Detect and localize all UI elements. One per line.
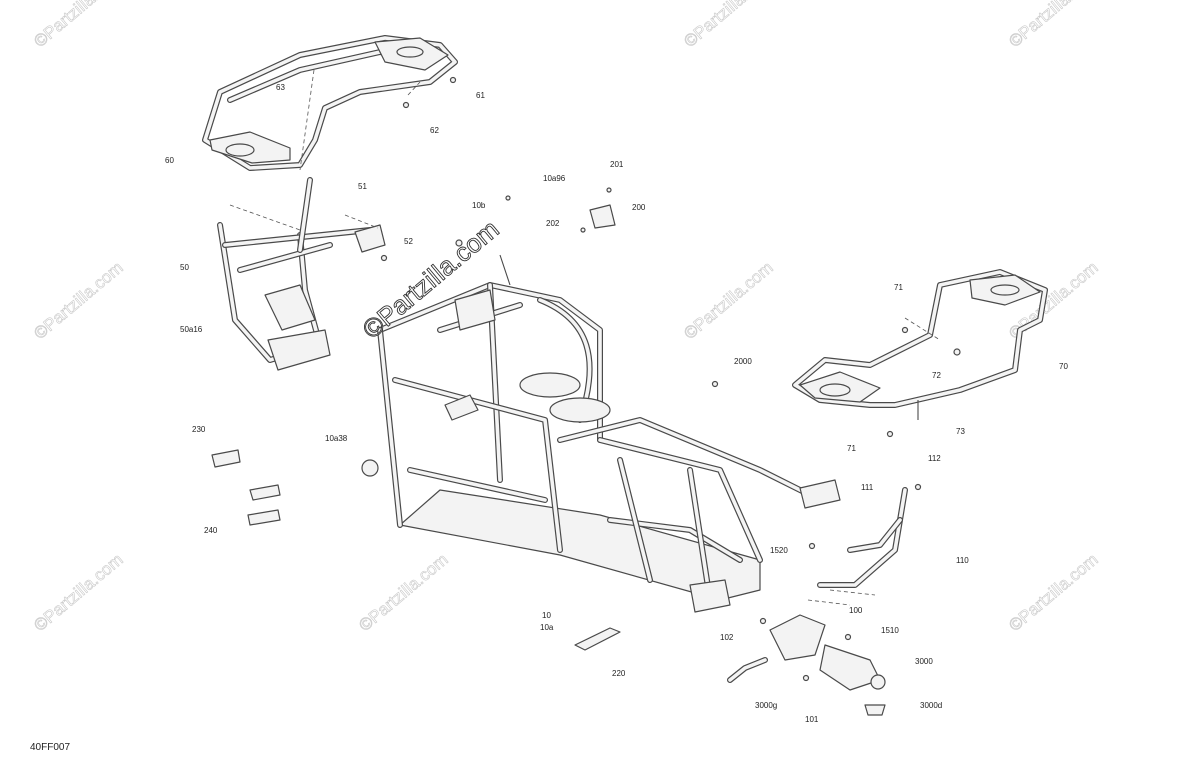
front-rack-part: [202, 35, 458, 171]
watermark: ©Partzilla.com: [355, 550, 451, 635]
callout-c3000g: 3000g: [755, 701, 777, 710]
callout-c100: 100: [849, 606, 863, 615]
callout-c201: 201: [610, 160, 624, 169]
callout-c1520: 1520: [770, 546, 788, 555]
watermark: ©Partzilla.com: [680, 0, 776, 51]
diagram-reference-code: 40FF007: [30, 742, 71, 753]
watermark: ©Partzilla.com: [1005, 0, 1101, 51]
fasteners: [380, 76, 961, 682]
front-bumper-part: [217, 177, 386, 371]
callout-c10: 10: [542, 611, 551, 620]
callout-c73: 73: [956, 427, 965, 436]
callout-c220: 220: [612, 669, 626, 678]
callout-c71bot: 71: [847, 444, 856, 453]
callout-layer: 60 63 61 62 201 10a96 200 202 10b 51 52 50 50a16 71 70…: [165, 83, 1068, 724]
callout-c10b: 10b: [472, 201, 486, 210]
callout-c51: 51: [358, 182, 367, 191]
callout-c202: 202: [546, 219, 560, 228]
callout-c3000d: 3000d: [920, 701, 942, 710]
callout-c63: 63: [276, 83, 285, 92]
callout-c52: 52: [404, 237, 413, 246]
callout-c102: 102: [720, 633, 734, 642]
callout-c101: 101: [805, 715, 819, 724]
main-frame-part: [377, 254, 841, 613]
callout-c70: 70: [1059, 362, 1068, 371]
callout-c72: 72: [932, 371, 941, 380]
watermark: ©Partzilla.com: [30, 258, 126, 343]
callout-c111: 111: [861, 483, 874, 492]
watermark: ©Partzilla.com: [30, 550, 126, 635]
callout-c2000: 2000: [734, 357, 752, 366]
rear-rack-part: [792, 269, 1048, 420]
callout-c50a16: 50a16: [180, 325, 203, 334]
callout-c50: 50: [180, 263, 189, 272]
callout-c230: 230: [192, 425, 206, 434]
callout-c3000: 3000: [915, 657, 933, 666]
callout-c10a96: 10a96: [543, 174, 566, 183]
callout-c61: 61: [476, 91, 485, 100]
watermark: ©Partzilla.com: [680, 258, 776, 343]
callout-c112: 112: [928, 454, 941, 463]
callout-c10a38: 10a38: [325, 434, 348, 443]
callout-c110: 110: [956, 556, 969, 565]
callout-c62: 62: [430, 126, 439, 135]
watermark: ©Partzilla.com: [30, 0, 126, 51]
watermark: ©Partzilla.com: [1005, 550, 1101, 635]
callout-c60: 60: [165, 156, 174, 165]
callout-c240: 240: [204, 526, 218, 535]
rear-hitch-part: [211, 204, 908, 716]
callout-c200: 200: [632, 203, 646, 212]
callout-c1510: 1510: [881, 626, 899, 635]
callout-c10a: 10a: [540, 623, 554, 632]
callout-c71top: 71: [894, 283, 903, 292]
